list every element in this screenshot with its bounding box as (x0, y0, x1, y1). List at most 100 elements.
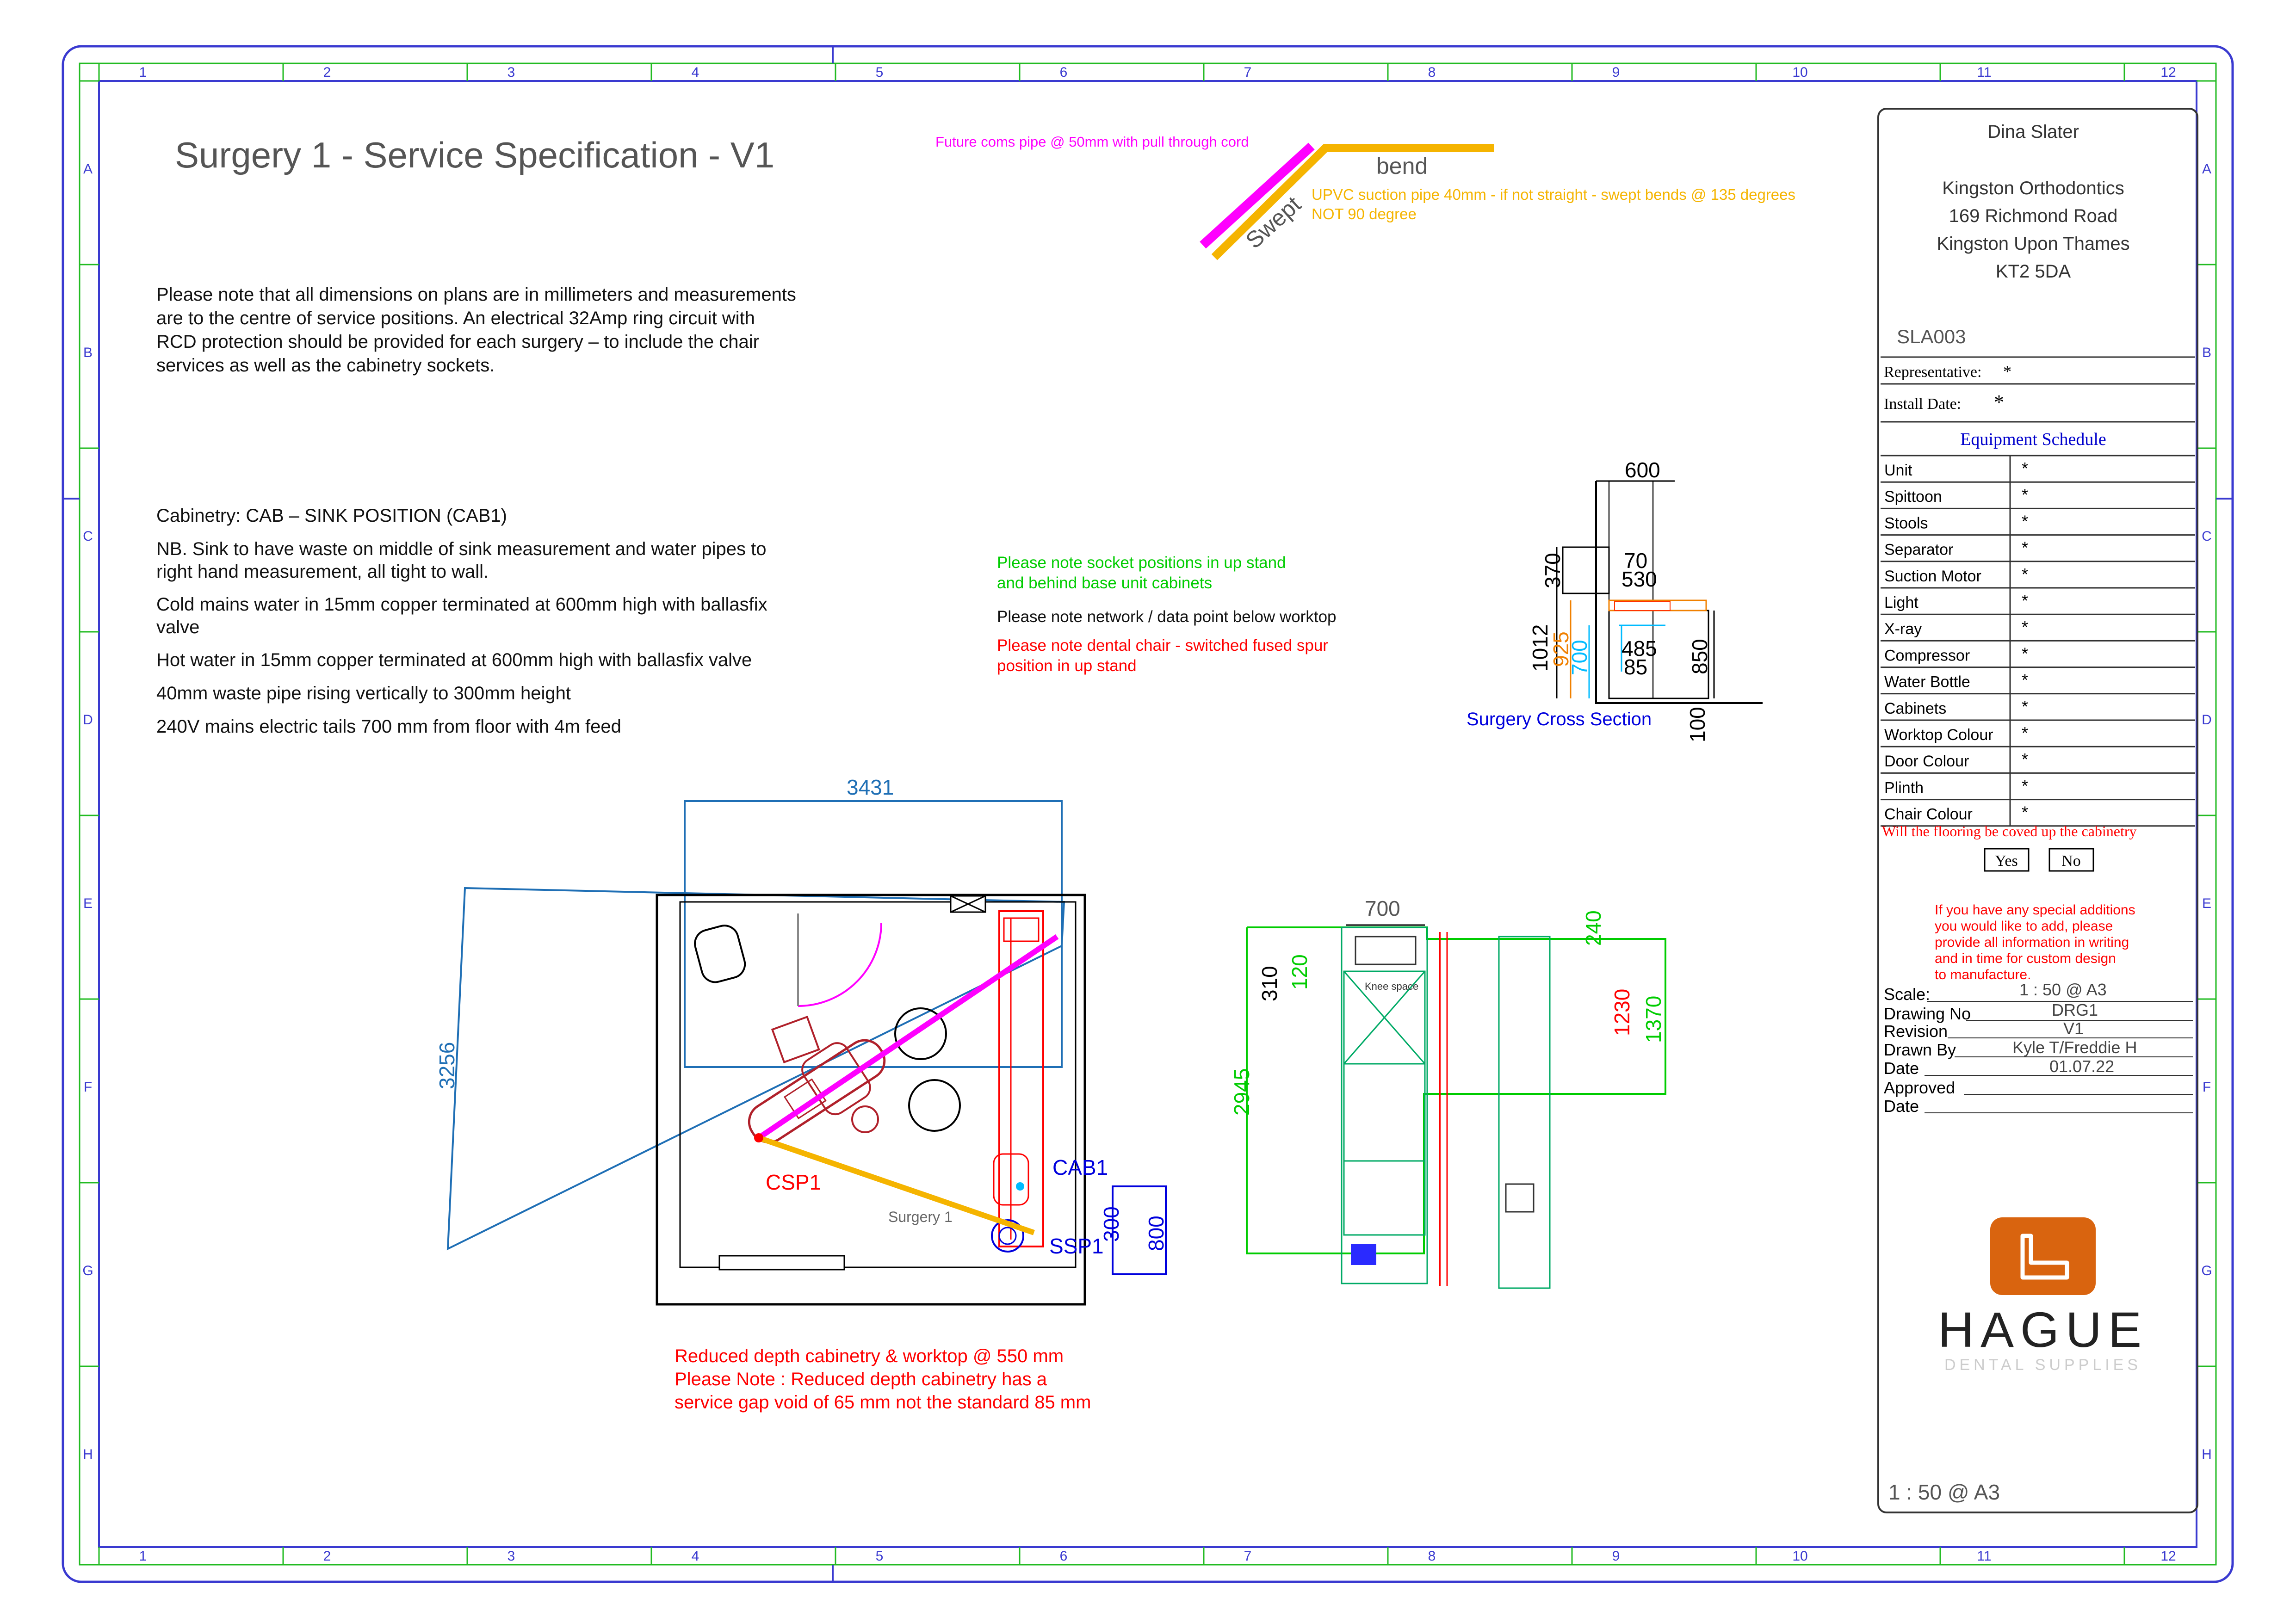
coms-pipe-run (757, 934, 1059, 1140)
pipe-legend: Future coms pipe @ 50mm with pull throug… (935, 134, 1795, 260)
dim-box-700 (1355, 936, 1417, 965)
grid-row-label: H (83, 1447, 93, 1462)
vent-cross-2 (950, 895, 986, 913)
grid-col-label: 2 (323, 65, 331, 80)
cabinet-lower (1343, 1160, 1426, 1236)
socket-note: Please note socket positions in up stand (997, 554, 1286, 572)
hague-logo: HAGUE DENTAL SUPPLIES (1938, 1217, 2141, 1374)
brand-subtitle: DENTAL SUPPLIES (1944, 1356, 2141, 1374)
plan-envelope-top (684, 800, 1063, 1068)
no-box[interactable] (2048, 848, 2094, 872)
dim-1230: 1230 (1610, 989, 1634, 1036)
no-label: No (2061, 852, 2081, 870)
grid-row-label: A (2202, 161, 2211, 177)
knee-space-label: Knee space (1365, 981, 1418, 992)
dim-310: 310 (1257, 966, 1281, 1001)
approved-label: Approved (1884, 1078, 1955, 1097)
bend-label: bend (1376, 153, 1428, 179)
monitor-icon (1505, 1183, 1535, 1213)
room-walls-outer (656, 894, 1086, 1306)
grid-col-label: 8 (1428, 65, 1436, 80)
drawn-label: Drawn By (1884, 1040, 1956, 1059)
schedule-value: * (2022, 538, 2028, 557)
drawing-label: Drawing No (1884, 1004, 1971, 1023)
grid-col-label: 8 (1428, 1549, 1436, 1564)
cabinetry-plan: Knee space 700 240 310 120 1230 1370 294… (1230, 896, 1666, 1289)
chair-seat (801, 1042, 871, 1116)
dim-1370: 1370 (1641, 996, 1665, 1043)
room-label: Surgery 1 (888, 1209, 953, 1225)
reduced-line: Please Note : Reduced depth cabinetry ha… (675, 1369, 1047, 1389)
grid-col-label: 3 (507, 65, 515, 80)
special-line: If you have any special additions (1935, 902, 2135, 918)
delivery-unit (771, 1016, 820, 1064)
date2-label: Date (1884, 1097, 1919, 1116)
grid-col-label: 6 (1060, 65, 1068, 80)
chair-backrest (783, 1078, 827, 1119)
dim-box-800 (1112, 1185, 1167, 1275)
operator-stool-1 (894, 1007, 947, 1060)
service-notes: Please note socket positions in up stand… (997, 554, 1337, 675)
representative-label: Representative: (1884, 364, 1981, 381)
revision-value: V1 (2063, 1019, 2084, 1038)
schedule-value: * (2022, 485, 2028, 504)
schedule-label: Cabinets (1884, 700, 1946, 717)
install-label: Install Date: (1884, 395, 1961, 413)
logo-badge (1990, 1217, 2096, 1295)
cross-section-title: Surgery Cross Section (1467, 709, 1652, 729)
address-line: Kingston Upon Thames (1937, 234, 2129, 254)
schedule-value: * (2022, 697, 2028, 716)
cabinetry-line: 240V mains electric tails 700 mm from fl… (156, 716, 621, 737)
delivery-icon (1351, 1244, 1376, 1265)
grid-row-label: B (83, 345, 93, 360)
dim-850: 850 (1688, 639, 1712, 674)
room-walls-inner (679, 901, 1077, 1268)
dim-485: 485 (1621, 636, 1657, 660)
representative-value: * (2003, 362, 2011, 381)
schedule-value: * (2022, 750, 2028, 769)
schedule-value: * (2022, 617, 2028, 636)
address-line: 169 Richmond Road (1949, 206, 2118, 226)
grid-col-label: 12 (2160, 65, 2176, 80)
schedule-value: * (2022, 512, 2028, 531)
dim-70: 70 (1624, 549, 1647, 573)
dim-370: 370 (1541, 553, 1565, 588)
grid-col-label: 4 (692, 1549, 699, 1564)
grid-row-label: G (2201, 1263, 2212, 1278)
cross-section: 600 370 70 530 1012 925 700 485 85 850 1… (1467, 458, 1763, 742)
cabinet-elevation-left (1341, 926, 1428, 1284)
schedule-label: Suction Motor (1884, 568, 1981, 585)
chair-note-2: position in up stand (997, 657, 1137, 675)
cabinet-elevation-right (1498, 936, 1551, 1289)
schedule-value: * (2022, 644, 2028, 663)
operator-stool-2 (908, 1079, 961, 1132)
surgery-plan: 3431 3256 CSP1 CAB1 SSP1 Surgery 1 300 8… (435, 775, 1168, 1306)
schedule-label: Separator (1884, 541, 1953, 559)
grid-row-label: G (82, 1263, 93, 1278)
dim-530: 530 (1621, 567, 1657, 591)
scale-value: 1 : 50 @ A3 (2019, 980, 2107, 999)
dim-700: 700 (1365, 896, 1400, 920)
orange-service-box (1614, 601, 1671, 611)
yes-box[interactable] (1984, 848, 2030, 872)
ssp-label: SSP1 (1049, 1234, 1104, 1258)
grid-row-label: F (84, 1080, 92, 1095)
special-line: you would like to add, please (1935, 919, 2113, 934)
intro-line: Please note that all dimensions on plans… (156, 284, 796, 305)
csp-point (754, 1133, 763, 1142)
grid-col-label: 11 (1977, 1549, 1991, 1564)
suction-pipe-label: UPVC suction pipe 40mm - if not straight… (1312, 186, 1795, 203)
knee-space-x-2 (1343, 971, 1426, 1064)
network-note: Please note network / data point below w… (997, 608, 1337, 626)
client-name: Dina Slater (1987, 122, 2079, 142)
grid-col-label: 9 (1612, 1549, 1620, 1564)
spittoon-inner (998, 1227, 1017, 1245)
dim-85: 85 (1624, 655, 1647, 679)
grid-row-label: D (2202, 712, 2212, 728)
schedule-label: Spittoon (1884, 488, 1942, 506)
address-line: Kingston Orthodontics (1942, 178, 2124, 198)
grid-col-label: 5 (876, 1549, 884, 1564)
cross-section-wall (1595, 481, 1763, 704)
address-line: KT2 5DA (1996, 261, 2071, 282)
